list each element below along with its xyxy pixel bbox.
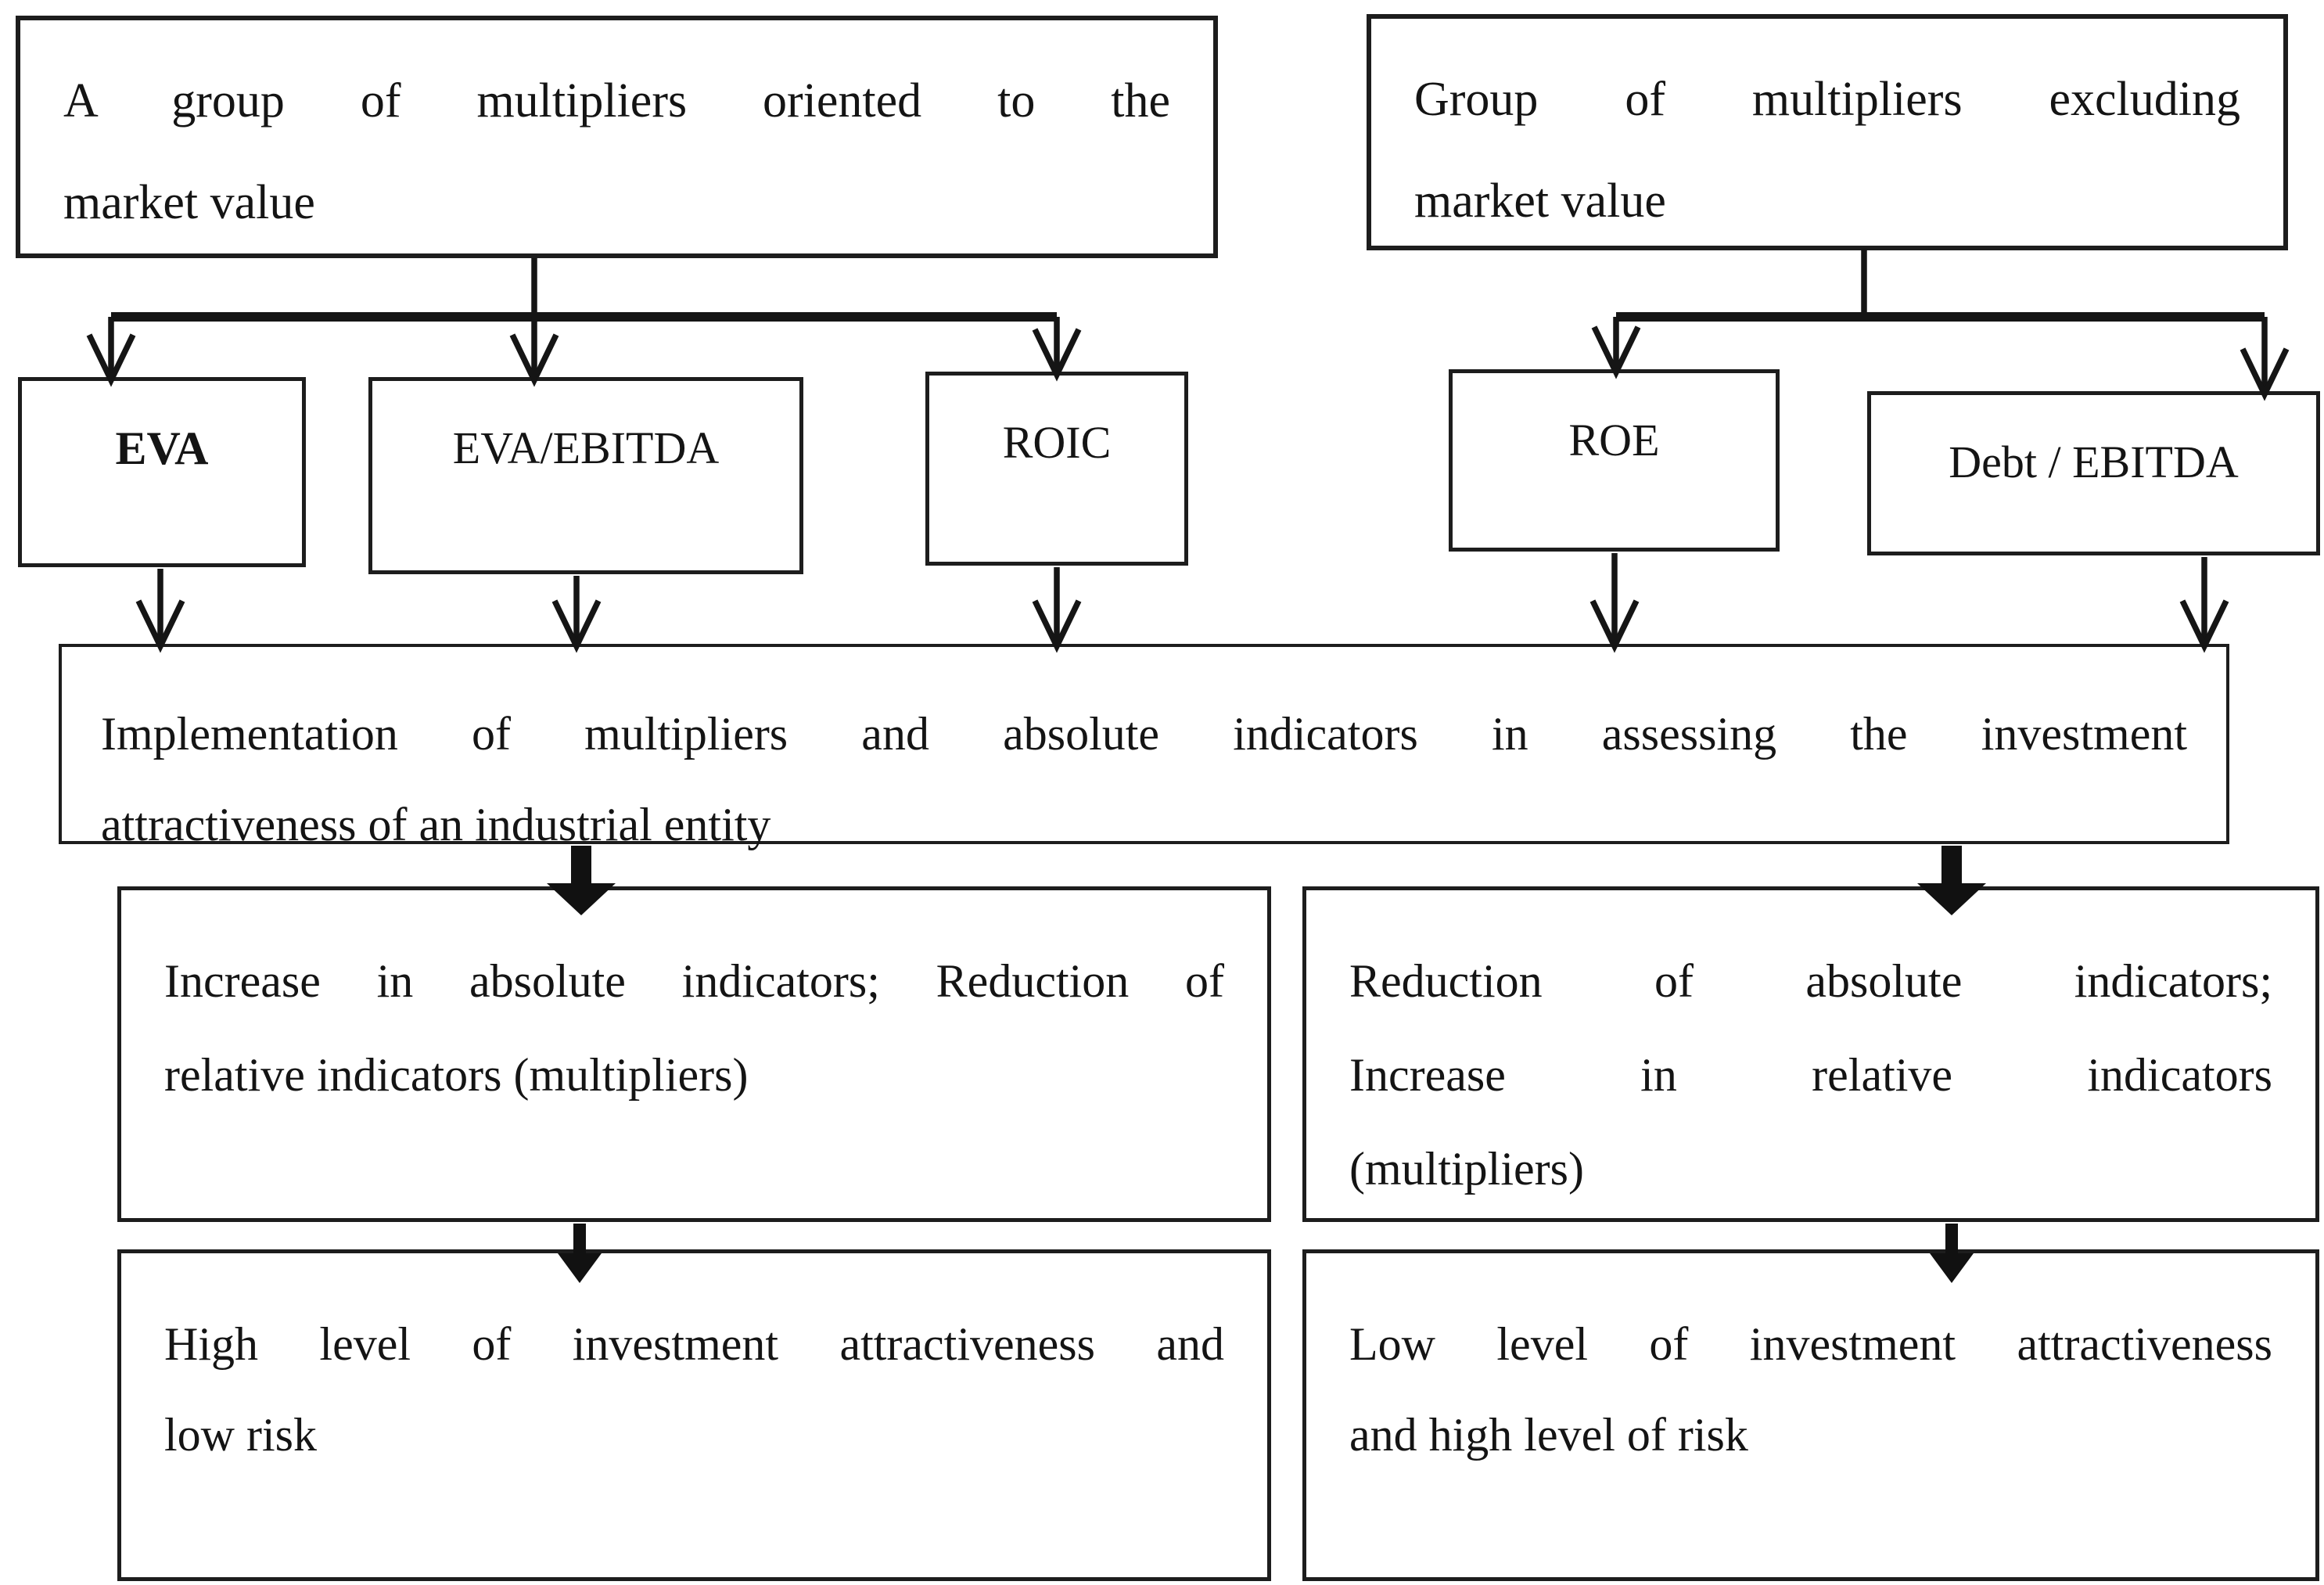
box-implementation: Implementation of multipliers and absolu…	[59, 644, 2229, 850]
box-roe: ROE	[1449, 369, 1780, 552]
multiplier-label: EVA	[115, 422, 209, 474]
box-debt-ebitda: Debt / EBITDA	[1867, 391, 2320, 555]
arrowhead-down-icon	[509, 333, 559, 387]
box-eva-ebitda: EVA/EBITDA	[368, 377, 803, 574]
box-market-value-group: A group of multipliers oriented to the m…	[16, 16, 1218, 258]
multiplier-label: ROE	[1568, 415, 1660, 465]
arrowhead-down-icon	[551, 599, 602, 653]
text-line: and high level of risk	[1349, 1409, 1748, 1461]
text-line: A group of multipliers oriented to the	[63, 74, 1170, 128]
box-eva: EVA	[18, 377, 306, 567]
text-line: (multipliers)	[1349, 1143, 1584, 1195]
box-outcome-negative: Reduction of absolute indicators; Increa…	[1302, 886, 2319, 1222]
connector-left-tree	[86, 258, 1082, 387]
text-line: Reduction of absolute indicators;	[1349, 955, 2272, 1007]
text-line: attractiveness of an industrial entity	[101, 799, 771, 850]
arrowhead-down-icon	[135, 599, 185, 653]
arrowhead-down-icon	[1032, 599, 1082, 653]
arrowhead-down-icon	[2179, 599, 2229, 653]
arrowhead-down-icon	[2240, 347, 2290, 401]
box-result-positive: High level of investment attractiveness …	[117, 1249, 1271, 1581]
text-line: market value	[1414, 174, 1666, 228]
multiplier-label: EVA/EBITDA	[452, 422, 720, 473]
text-line: market value	[63, 176, 315, 229]
text-line: relative indicators (multipliers)	[164, 1049, 749, 1101]
text-line: low risk	[164, 1409, 317, 1461]
box-roic: ROIC	[925, 372, 1188, 566]
text-line: High level of investment attractiveness …	[164, 1318, 1224, 1370]
arrowhead-down-icon	[1589, 599, 1640, 653]
arrowhead-down-icon	[1032, 328, 1082, 382]
text-line: Increase in absolute indicators; Reducti…	[164, 955, 1224, 1007]
box-non-market-value-group: Group of multipliers excluding market va…	[1367, 14, 2288, 250]
box-outcome-positive: Increase in absolute indicators; Reducti…	[117, 886, 1271, 1222]
arrowhead-down-icon	[1591, 325, 1641, 379]
multiplier-label: Debt / EBITDA	[1949, 437, 2239, 487]
multiplier-label: ROIC	[1002, 417, 1112, 468]
box-result-negative: Low level of investment attractiveness a…	[1302, 1249, 2319, 1581]
text-line: Group of multipliers excluding	[1414, 73, 2240, 126]
text-line: Increase in relative indicators	[1349, 1049, 2272, 1101]
arrowhead-down-icon	[86, 333, 136, 387]
text-line: Implementation of multipliers and absolu…	[101, 708, 2187, 760]
text-line: Low level of investment attractiveness	[1349, 1318, 2272, 1370]
